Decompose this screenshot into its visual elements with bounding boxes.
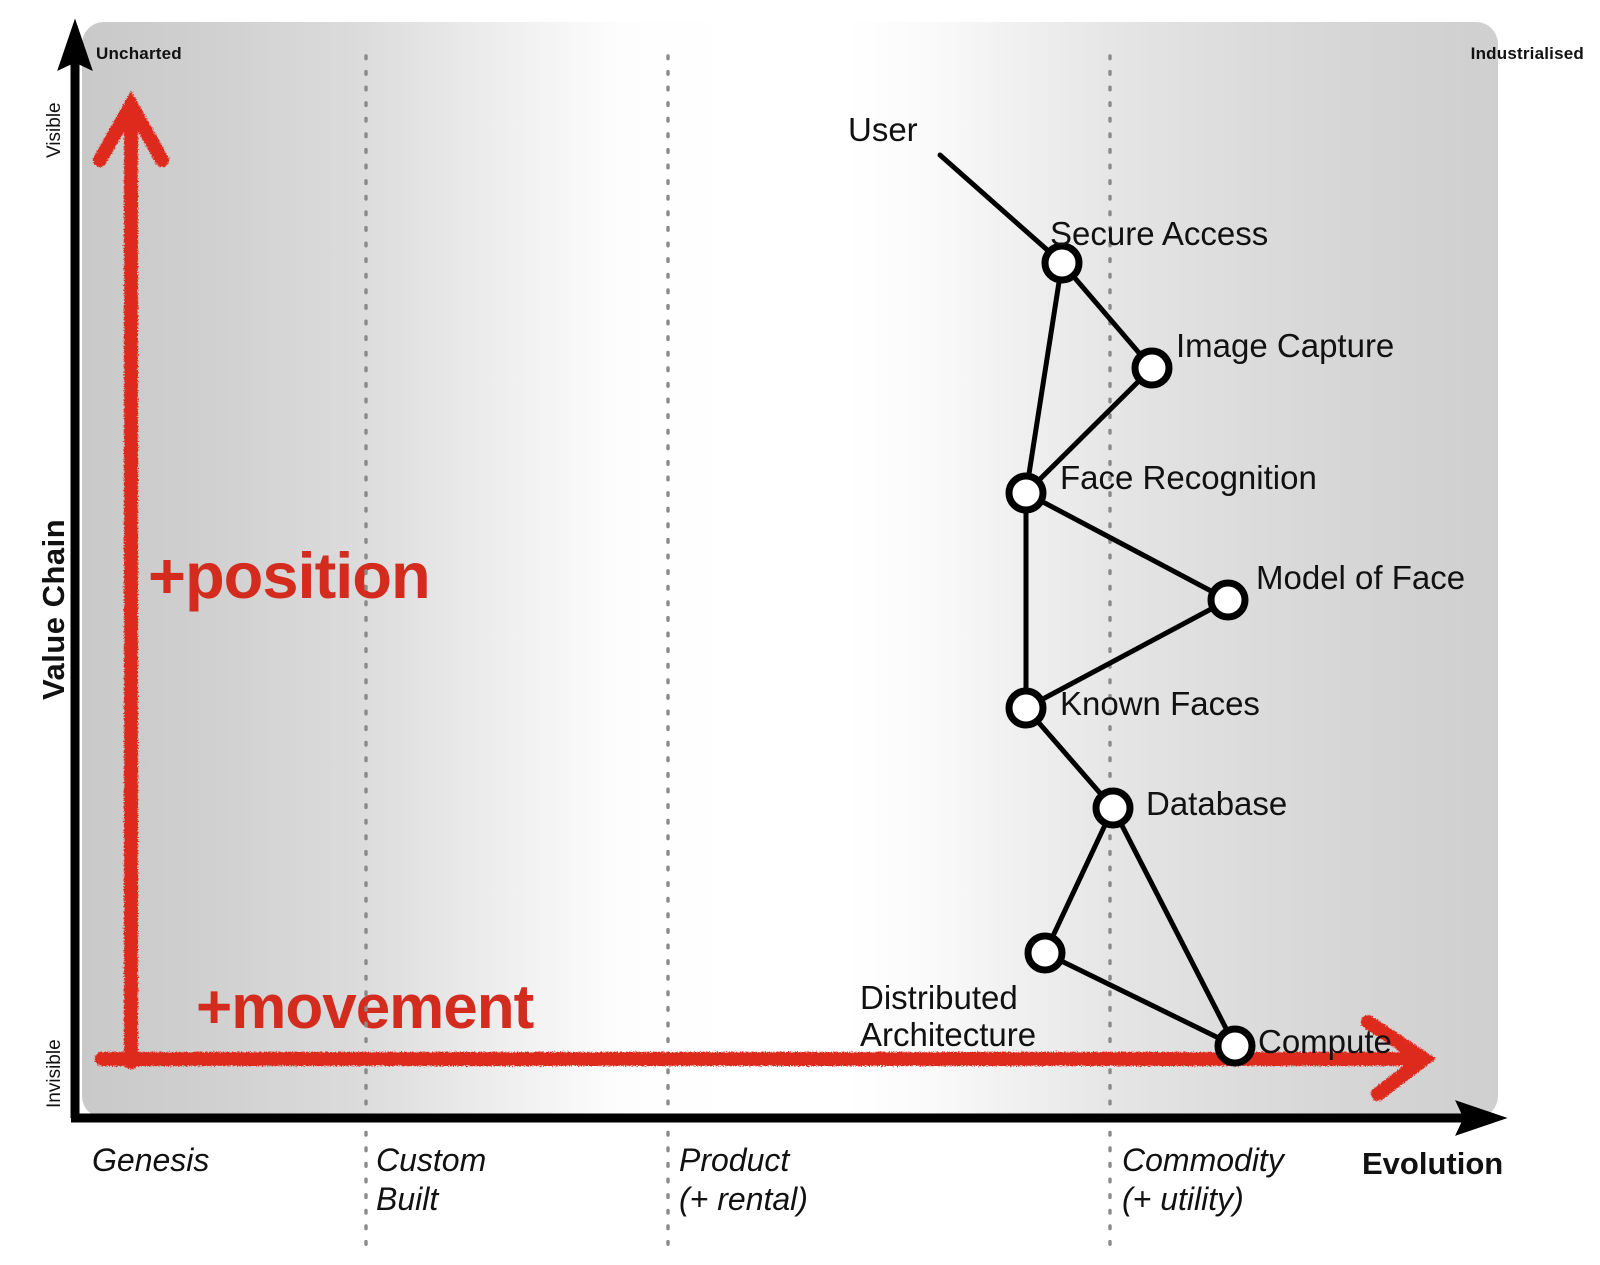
node-known-faces[interactable] bbox=[1005, 687, 1047, 729]
graph-link-face-recognition-to-model-of-face bbox=[1023, 490, 1231, 603]
graph-link-database-to-distributed-architecture bbox=[1042, 805, 1116, 956]
uncharted-caption: Uncharted bbox=[96, 44, 182, 63]
node-image-capture[interactable] bbox=[1131, 347, 1173, 389]
map-plot-area bbox=[82, 22, 1498, 1118]
node-database[interactable] bbox=[1092, 787, 1134, 829]
annotation-position: +position bbox=[148, 539, 431, 612]
node-label-distributed-architecture: Distributed Architecture bbox=[860, 979, 1037, 1053]
graph-links bbox=[937, 152, 1238, 1049]
node-label-database: Database bbox=[1146, 785, 1288, 822]
node-label-known-faces: Known Faces bbox=[1060, 685, 1260, 722]
node-secure-access[interactable] bbox=[1041, 242, 1083, 284]
node-label-face-recognition: Face Recognition bbox=[1060, 459, 1317, 496]
node-compute[interactable] bbox=[1214, 1025, 1256, 1067]
graph-link-known-faces-to-database bbox=[1023, 705, 1116, 811]
graph-link-image-capture-to-face-recognition bbox=[1023, 365, 1155, 496]
node-label-secure-access: Secure Access bbox=[1050, 215, 1269, 252]
graph-link-secure-access-to-face-recognition bbox=[1023, 260, 1065, 496]
node-model-of-face[interactable] bbox=[1207, 579, 1249, 621]
axis-lines bbox=[57, 18, 1508, 1136]
red-vertical-arrow bbox=[93, 90, 169, 1069]
node-face-recognition[interactable] bbox=[1005, 472, 1047, 514]
graph-nodes bbox=[1005, 242, 1256, 1067]
graph-link-distributed-architecture-to-compute bbox=[1042, 950, 1238, 1049]
graph-link-database-to-compute bbox=[1110, 805, 1238, 1049]
evolution-stage-product: Product (+ rental) bbox=[679, 1142, 808, 1218]
node-distributed-architecture[interactable] bbox=[1024, 932, 1066, 974]
node-label-compute: Compute bbox=[1258, 1023, 1392, 1060]
x-axis-title: Evolution bbox=[1362, 1146, 1504, 1181]
x-axis-arrowhead bbox=[1455, 1100, 1508, 1136]
red-horizontal-arrow bbox=[95, 1015, 1437, 1101]
node-label-user: User bbox=[848, 111, 918, 148]
y-axis-arrowhead bbox=[57, 18, 93, 71]
graph-link-user-to-secure-access bbox=[937, 152, 1065, 266]
evolution-stage-custom-built: Custom Built bbox=[376, 1142, 487, 1218]
evolution-stage-genesis: Genesis bbox=[92, 1142, 210, 1178]
evolution-stage-commodity: Commodity (+ utility) bbox=[1122, 1142, 1284, 1218]
graph-link-model-of-face-to-known-faces bbox=[1023, 597, 1231, 711]
industrialised-caption: Industrialised bbox=[1470, 44, 1584, 63]
node-label-image-capture: Image Capture bbox=[1176, 327, 1395, 364]
graph-link-secure-access-to-image-capture bbox=[1059, 260, 1155, 371]
node-label-model-of-face: Model of Face bbox=[1256, 559, 1466, 596]
